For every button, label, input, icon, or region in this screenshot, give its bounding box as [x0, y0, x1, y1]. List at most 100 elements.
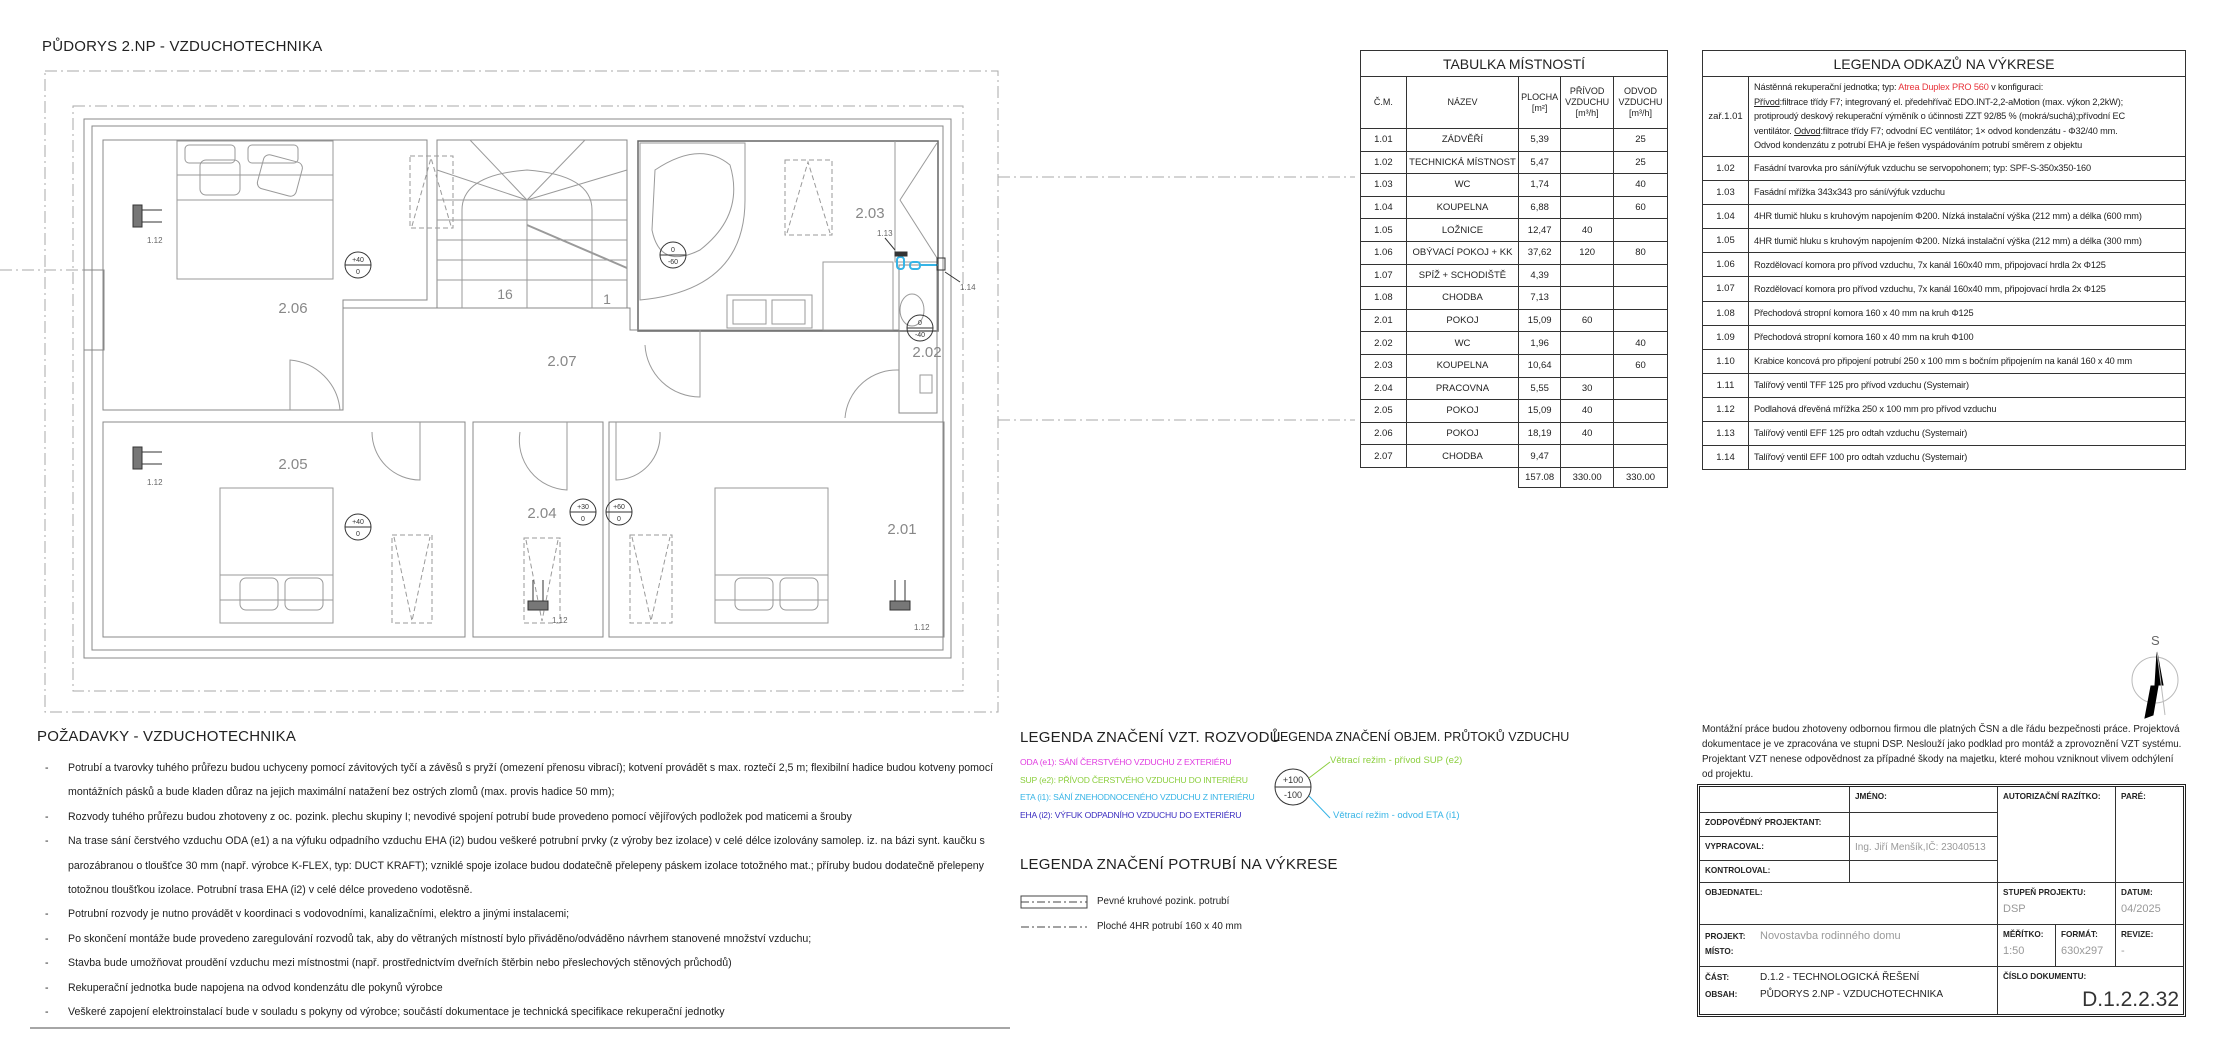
prepared-value: Ing. Jiří Menšík,IČ: 23040513	[1850, 837, 1998, 861]
room-area: 5,47	[1518, 150, 1562, 175]
room-supply	[1560, 444, 1615, 468]
flow-in-2.05: +40	[352, 519, 364, 526]
room-exhaust: 40	[1613, 173, 1668, 197]
stage-label: STUPEŇ PROJEKTU:	[2003, 888, 2086, 897]
room-area: 6,88	[1518, 195, 1562, 220]
room-area: 10,64	[1518, 353, 1562, 378]
requirement-item: -Stavba bude umožňovat proudění vzduchu …	[45, 951, 1005, 975]
requirement-item: -Na trase sání čerstvého vzduchu ODA (e1…	[45, 829, 1005, 902]
desc-text: Přívod	[1754, 96, 1780, 107]
legend-code: 1.03	[1702, 180, 1749, 206]
room-number: 1.03	[1360, 173, 1407, 197]
room-number: 2.03	[1360, 353, 1407, 378]
total-area: 157.08	[1518, 466, 1562, 488]
room-area: 5,55	[1518, 376, 1562, 401]
room-number: 2.04	[1360, 376, 1407, 401]
desc-text: Odvod kondenzátu z potrubí EHA je řešen …	[1754, 140, 2083, 151]
ref-valve-1.14: 1.14	[960, 283, 976, 292]
pipe-legend-symbols	[1020, 895, 1088, 928]
flow-legend-symbol: +100 -100	[1274, 761, 1331, 819]
walls	[83, 118, 952, 659]
room-area: 12,47	[1518, 218, 1562, 242]
stage-value: DSP	[2003, 903, 2026, 915]
room-name: POKOJ	[1405, 399, 1520, 423]
room-supply	[1560, 150, 1615, 175]
flow-out-2.06: 0	[356, 269, 360, 276]
room-outline-2.06	[102, 139, 428, 411]
requirement-text: Stavba bude umožňovat proudění vzduchu m…	[68, 957, 732, 970]
room-outline-2.01	[608, 421, 945, 638]
room-exhaust: 80	[1613, 240, 1668, 265]
room-outline-2.02	[898, 264, 938, 414]
legend-desc: Nástěnná rekuperační jednotka; typ: Atre…	[1748, 76, 2186, 157]
vzt-legend-item: EHA (i2): VÝFUK ODPADNÍHO VZDUCHU DO EXT…	[1020, 809, 1242, 820]
requirement-item: -Veškeré zapojení elektroinstalací bude …	[45, 1000, 1005, 1024]
legend-desc: Talířový ventil EFF 125 pro odtah vzduch…	[1748, 420, 2186, 447]
room-exhaust: 25	[1613, 128, 1668, 152]
room-area: 4,39	[1518, 263, 1562, 288]
room-exhaust	[1613, 286, 1668, 310]
room-number: 1.02	[1360, 150, 1407, 175]
requirement-text: Rekuperační jednotka bude napojena na od…	[68, 981, 443, 994]
requirements-list: -Potrubí a tvarovky tuhého průřezu budou…	[45, 756, 1005, 1024]
format-label: FORMÁT:	[2061, 930, 2098, 939]
part-cell: ČÁST:D.1.2 - TECHNOLOGICKÁ ŘEŠENÍ OBSAH:…	[1700, 967, 1998, 1014]
floor-grilles	[132, 204, 911, 611]
vzt-legend-item: SUP (e2): PŘÍVOD ČERSTVÉHO VZDUCHU DO IN…	[1020, 774, 1248, 785]
content-label: OBSAH:	[1705, 990, 1738, 999]
checked-label: KONTROLOVAL:	[1700, 861, 1850, 883]
flow-in-2.02: 0	[918, 320, 922, 327]
format-value: 630x297	[2061, 945, 2104, 957]
stage-cell: STUPEŇ PROJEKTU: DSP	[1998, 883, 2116, 925]
reference-legend-table: LEGENDA ODKAZŮ NA VÝKRESE zař.1.01 Nástě…	[1702, 50, 2186, 471]
room-number: 2.07	[1360, 444, 1407, 468]
project-value: Novostavba rodinného domu	[1760, 930, 1901, 942]
bathroom-fixtures	[639, 141, 938, 394]
revision-label: REVIZE:	[2121, 930, 2154, 939]
room-number: 1.04	[1360, 195, 1407, 220]
col-header-exhaust: ODVOD VZDUCHU [m³/h]	[1613, 76, 1668, 129]
content-value: PŮDORYS 2.NP - VZDUCHOTECHNIKA	[1760, 989, 1943, 1000]
flow-out-2.04: 0	[581, 516, 585, 523]
format-cell: FORMÁT: 630x297	[2056, 925, 2116, 967]
room-number: 2.02	[1360, 331, 1407, 355]
room-name: LOŽNICE	[1405, 218, 1520, 242]
legend-desc: 4HR tlumič hluku s kruhovým napojením Φ2…	[1748, 228, 2186, 254]
scale-cell: MĚŘÍTKO: 1:50	[1998, 925, 2056, 967]
room-number: 1.08	[1360, 286, 1407, 310]
flow-in-2.04: +30	[577, 504, 589, 511]
room-label-2.04: 2.04	[527, 505, 556, 522]
room-exhaust: 60	[1613, 195, 1668, 220]
room-label-2.01: 2.01	[887, 521, 916, 538]
requirements-title: POŽADAVKY - VZDUCHOTECHNIKA	[37, 728, 297, 745]
legend-code: 1.02	[1702, 155, 1749, 182]
room-exhaust: 60	[1613, 353, 1668, 378]
room-name: OBÝVACÍ POKOJ + KK	[1405, 240, 1520, 265]
legend-desc: Podlahová dřevěná mřížka 250 x 100 mm pr…	[1748, 396, 2186, 423]
pipe-legend-round: Pevné kruhové pozink. potrubí	[1097, 896, 1230, 907]
legend-desc: Přechodová stropní komora 160 x 40 mm na…	[1748, 300, 2186, 326]
legend-code: 1.10	[1702, 348, 1749, 374]
requirement-text: Potrubní rozvody je nutno provádět v koo…	[68, 908, 570, 921]
desc-text: :filtrace třídy F7; integrovaný el. před…	[1779, 96, 2124, 107]
responsible-label: ZODPOVĚDNÝ PROJEKTANT:	[1700, 813, 1850, 837]
room-label-2.02: 2.02	[912, 344, 941, 361]
stair-top-number: 16	[497, 286, 513, 302]
room-supply: 40	[1560, 218, 1615, 242]
col-header-name: NÁZEV	[1405, 76, 1520, 129]
room-supply	[1560, 286, 1615, 310]
docnum-value: D.1.2.2.32	[2082, 988, 2179, 1011]
